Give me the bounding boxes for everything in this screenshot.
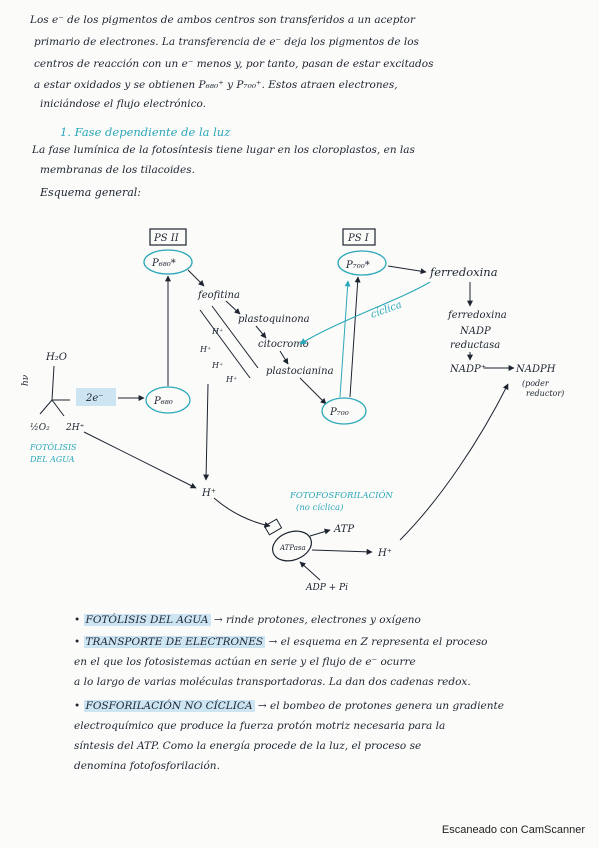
citocromo-label: citocromo (258, 339, 309, 350)
fnr-label-3: reductasa (450, 340, 500, 351)
arrow-p680star-feofitina (187, 269, 205, 287)
p700-cyan-arrow (339, 280, 351, 398)
section-title: 1. Fase dependiente de la luz (60, 125, 231, 139)
ps2-box (149, 228, 187, 246)
poder-reductor-2: reductor) (526, 389, 564, 398)
arrow-adp-atpasa (299, 561, 321, 581)
arrow-2h-hplus (83, 431, 197, 489)
ferredoxina-label: ferredoxina (429, 265, 498, 279)
h-plus-m1: H⁺ (211, 327, 223, 336)
two-e-box (76, 388, 116, 406)
bullet-1: • FOTÓLISIS DEL AGUA → rinde protones, e… (74, 614, 421, 626)
h-plus-m4: H⁺ (225, 375, 237, 384)
bullet-2-line-2: en el que los fotosistemas actúan en ser… (74, 656, 416, 668)
p680-star-label: P₆₈₀* (151, 258, 176, 269)
bullet-2-text: → el esquema en Z representa el proceso (265, 636, 488, 648)
atpasa-label: ATPasa (279, 544, 306, 552)
arrow-to-nadph (399, 383, 509, 541)
water-up (51, 365, 55, 401)
fotolisis-label-2: DEL AGUA (29, 455, 75, 464)
h-plus-m3: H⁺ (211, 361, 223, 370)
ps1-box (342, 228, 376, 246)
bullet-3-text: → el bombeo de protones genera un gradie… (254, 700, 504, 712)
intro-line-3: centros de reacción con un e⁻ menos y, p… (34, 58, 434, 70)
membrane-line-2 (211, 305, 259, 369)
fnr-label-1: ferredoxina (447, 310, 507, 321)
h-plus-center: H⁺ (201, 488, 216, 499)
p700-excite-arrow (349, 276, 361, 398)
p700-star-label: P₇₀₀* (345, 260, 370, 271)
bullet-3-term: FOSFORILACIÓN NO CÍCLICA (83, 700, 255, 712)
plastoquinona-label: plastoquinona (238, 314, 310, 325)
feofitina-label: feofitina (197, 290, 240, 301)
atp-label: ATP (333, 524, 354, 535)
atpasa-node (272, 530, 312, 562)
adp-label: ADP + Pi (305, 583, 348, 593)
water-down-right (51, 399, 65, 417)
intro-line-5: iniciándose el flujo electrónico. (40, 98, 207, 110)
arrow-plastocianina-p700 (299, 377, 327, 405)
bullet-3: • FOSFORILACIÓN NO CÍCLICA → el bombeo d… (74, 700, 504, 712)
intro-line-1: Los e⁻ de los pigmentos de ambos centros… (30, 14, 415, 26)
intro-line-4: a estar oxidados y se obtienen P₆₈₀⁺ y P… (34, 79, 398, 91)
bullet-dot-1: • (74, 614, 84, 626)
half-o2-label: ½O₂ (30, 422, 50, 433)
p700-label: P₇₀₀ (329, 407, 349, 418)
bullet-dot-3: • (74, 700, 84, 712)
fotofos-label-1: FOTOFOSFORILACIÓN (289, 489, 393, 501)
atpasa-stalk (263, 518, 283, 536)
p680-label: P₆₈₀ (153, 396, 173, 407)
p700-star-node (337, 250, 387, 276)
h-plus-right: H⁺ (377, 548, 392, 559)
bullet-3-line-3: síntesis del ATP. Como la energía proced… (74, 740, 422, 752)
arrow-feofitina-plastoquinona (225, 300, 241, 315)
arrow-hplus-atpasa (213, 497, 271, 528)
bullet-3-line-2: electroquímico que produce la fuerza pro… (74, 720, 446, 732)
plastocianina-label: plastocianina (266, 366, 334, 377)
membrane-line-1 (199, 309, 251, 379)
bullet-3-line-4: denomina fotofosforilación. (74, 760, 220, 772)
p680-node (145, 386, 191, 414)
scheme-label: Esquema general: (40, 186, 141, 199)
h2o-label: H₂O (45, 352, 67, 363)
ps1-label: PS I (347, 233, 370, 244)
h-plus-m2: H⁺ (199, 345, 211, 354)
arrow-atpasa-atp (309, 528, 331, 537)
bullet-2-term: TRANSPORTE DE ELECTRONES (83, 636, 266, 648)
two-h-label: 2H⁺ (65, 423, 85, 433)
two-e-label: 2e⁻ (85, 393, 104, 404)
arrow-citocromo-plastocianina (279, 350, 289, 365)
bullet-2-line-3: a lo largo de varias moléculas transport… (74, 676, 471, 688)
camscanner-footer: Escaneado con CamScanner (441, 824, 585, 836)
bullet-dot-2: • (74, 636, 84, 648)
bullet-1-text: → rinde protones, electrones y oxígeno (210, 614, 421, 626)
water-down-left (39, 399, 53, 415)
arrow-p700star-ferredoxina (387, 265, 427, 275)
section-line-2: membranas de los tilacoides. (40, 164, 195, 176)
fnr-label-2: NADP (459, 326, 491, 337)
section-line-1: La fase lumínica de la fotosíntesis tien… (32, 144, 415, 156)
fotofos-label-2: (no cíclica) (296, 502, 343, 513)
cyclic-path (299, 281, 431, 345)
arrow-membrane-hplus (203, 383, 210, 481)
intro-line-2: primario de electrones. La transferencia… (34, 36, 419, 48)
nadp-plus-label: NADP⁺ (449, 364, 486, 375)
p700-node (321, 397, 367, 425)
fotolisis-label-1: FOTÓLISIS (29, 443, 77, 452)
arrow-plastoquinona-citocromo (255, 325, 267, 339)
ps2-label: PS II (153, 233, 180, 244)
p680-star-node (143, 249, 193, 275)
bullet-2: • TRANSPORTE DE ELECTRONES → el esquema … (74, 636, 487, 648)
arrow-atpasa-hplus-right (311, 548, 373, 555)
light-label: hν (21, 374, 31, 386)
poder-reductor-1: (poder (522, 379, 550, 388)
nadph-label: NADPH (515, 364, 556, 375)
bullet-1-term: FOTÓLISIS DEL AGUA (83, 614, 211, 626)
